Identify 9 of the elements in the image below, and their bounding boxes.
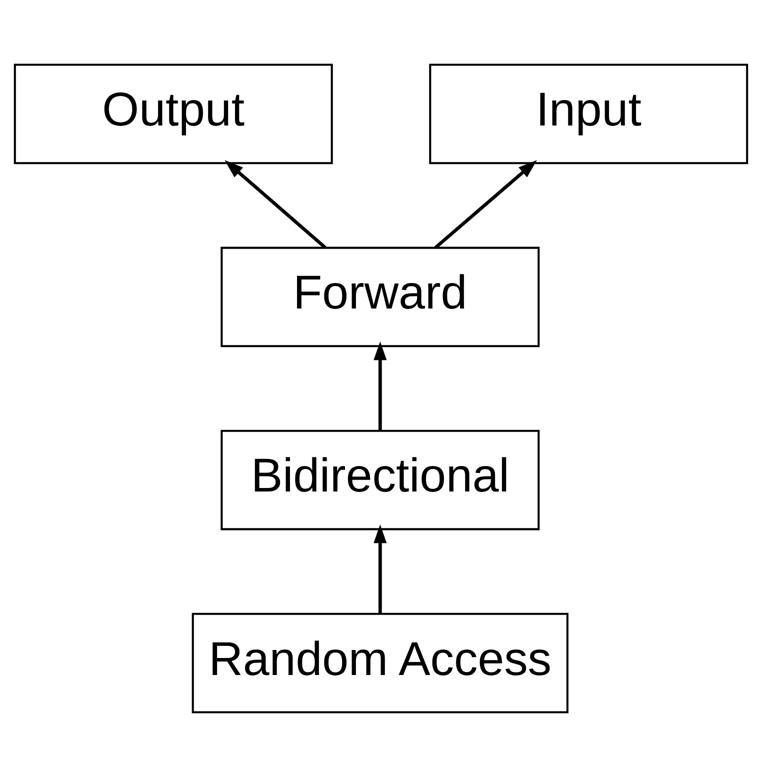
node-box: Output xyxy=(14,63,333,164)
arrow xyxy=(374,524,387,614)
arrow xyxy=(434,160,537,248)
arrow xyxy=(224,160,326,248)
node-box: Input xyxy=(429,63,748,164)
node-box: Forward xyxy=(220,246,540,347)
arrow xyxy=(374,340,387,430)
node-box: Bidirectional xyxy=(220,429,540,530)
node-box: Random Access xyxy=(192,612,568,713)
